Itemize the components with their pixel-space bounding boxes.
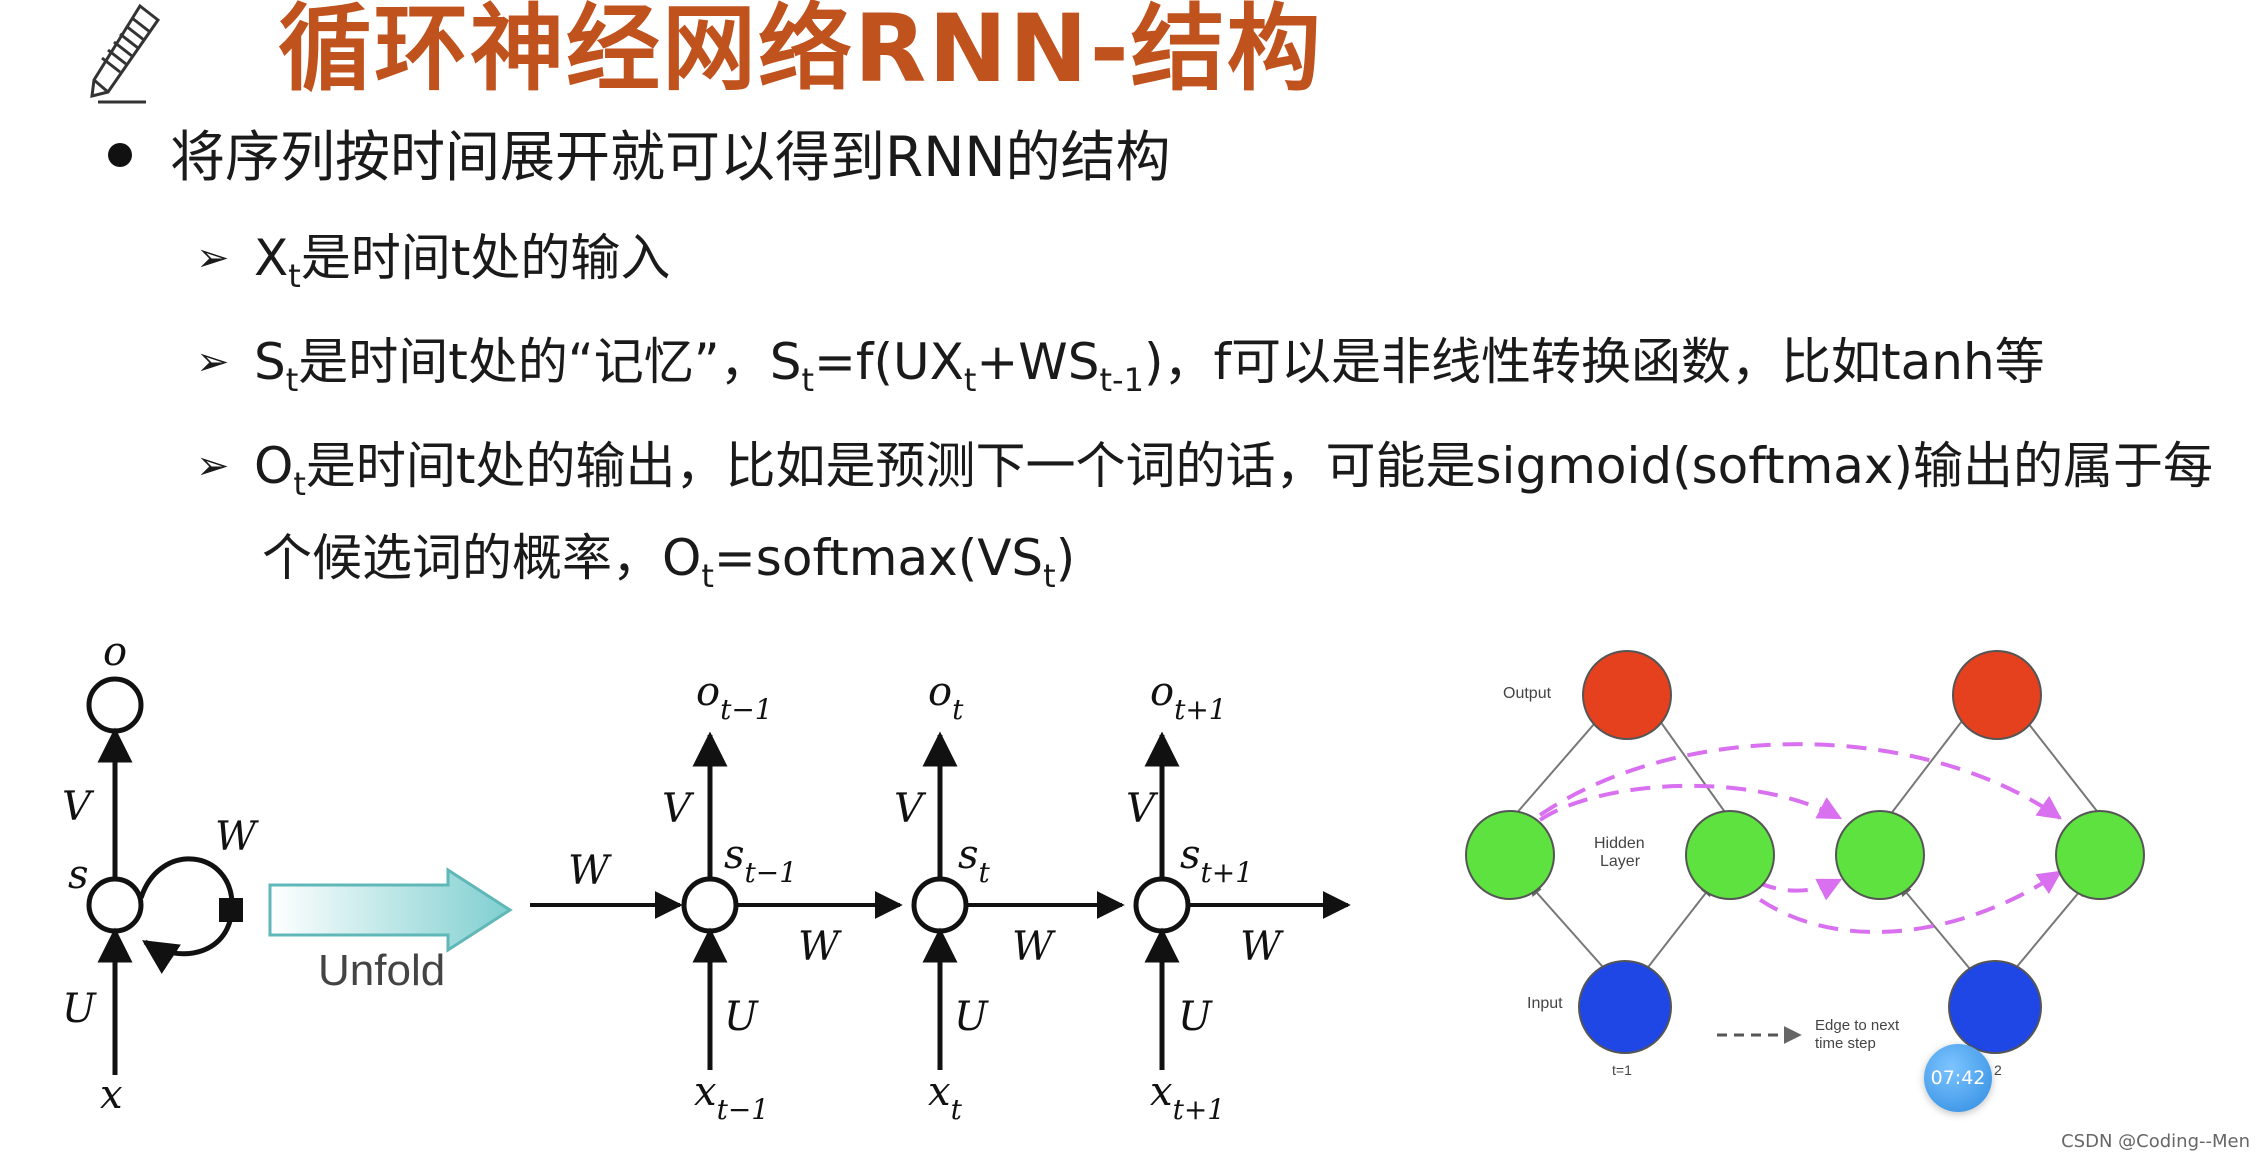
- hidden-node-4: [2055, 810, 2145, 900]
- x-label-t-plus-1: xt+1: [1150, 1069, 1225, 1126]
- folded-V-label: V: [62, 784, 95, 830]
- subscript: t: [963, 361, 977, 399]
- output-node-2: [1952, 650, 2042, 740]
- subscript: t: [293, 465, 306, 503]
- folded-s-label: s: [68, 852, 89, 898]
- unfold-label: Unfold: [318, 946, 445, 995]
- hidden-node-2: [1685, 810, 1775, 900]
- folded-rnn: o s V U x W: [62, 629, 259, 1118]
- text-run: =softmax(VS: [713, 529, 1044, 587]
- folded-output-node: [86, 676, 144, 734]
- text-run: S: [254, 333, 286, 391]
- V-label-t-minus-1: V: [662, 786, 695, 832]
- subscript: t: [1043, 557, 1056, 595]
- hidden-layer-label-1: Hidden: [1594, 835, 1645, 852]
- step-t-minus-1: ot−1 V st−1 U xt−1 W: [662, 669, 903, 1126]
- U-label-t-plus-1: U: [1178, 994, 1213, 1040]
- U-label-t: U: [954, 994, 989, 1040]
- text-run: 是时间t处的输出，比如是预测下一个词的话，可能是sigmoid(softmax)…: [305, 437, 2214, 495]
- step-t: ot V st U xt W: [894, 669, 1125, 1126]
- sub-bullet-input: ➢ Xt是时间t处的输入: [196, 226, 670, 294]
- sub-bullet-output: ➢ Ot是时间t处的输出，比如是预测下一个词的话，可能是sigmoid(softm…: [196, 434, 2213, 502]
- sub-bullet-output-continuation: 个候选词的概率，Ot=softmax(VSt): [262, 526, 1076, 592]
- watermark: CSDN @Coding--Men: [2061, 1131, 2250, 1152]
- output-layer-label: Output: [1503, 685, 1552, 702]
- continuation-text: 个候选词的概率，Ot=softmax(VSt): [262, 529, 1076, 592]
- W-label-t: W: [1012, 924, 1056, 970]
- o-label-t: ot: [928, 669, 964, 726]
- arrow-bullet-icon: ➢: [196, 338, 230, 385]
- sub-bullet-output-text: Ot是时间t处的输出，比如是预测下一个词的话，可能是sigmoid(softma…: [254, 437, 2214, 500]
- main-bullet: 将序列按时间展开就可以得到RNN的结构: [108, 122, 1171, 192]
- folded-x-label: x: [100, 1072, 123, 1118]
- hidden-node-1: [1465, 810, 1555, 900]
- s-label-t: st: [958, 832, 991, 889]
- U-label-t-minus-1: U: [724, 994, 759, 1040]
- input-layer-label: Input: [1527, 995, 1563, 1012]
- s-label-t-minus-1: st−1: [724, 832, 797, 889]
- pencil-icon: [90, 3, 161, 104]
- folded-W-label: W: [215, 814, 259, 860]
- bullet-dot-icon: [108, 142, 132, 167]
- hidden-node-3: [1835, 810, 1925, 900]
- x-label-t-minus-1: xt−1: [694, 1069, 769, 1126]
- legend-text-1: Edge to next: [1815, 1017, 1900, 1034]
- subscript: t: [701, 557, 714, 595]
- W-label-t-plus-1: W: [1240, 924, 1284, 970]
- sub-bullet-input-text: Xt是时间t处的输入: [254, 229, 671, 292]
- legend-text-2: time step: [1815, 1035, 1876, 1052]
- folded-o-label: o: [103, 629, 127, 675]
- video-timer-badge[interactable]: 07:42: [1924, 1044, 1992, 1112]
- folded-state-node: [86, 876, 144, 934]
- s-label-t-plus-1: st+1: [1180, 832, 1253, 889]
- text-run: X: [254, 229, 289, 287]
- step-t-plus-1: ot+1 V st+1 U xt+1 W: [1126, 669, 1351, 1126]
- V-label-t-plus-1: V: [1126, 786, 1159, 832]
- time-label-1: t=1: [1612, 1062, 1632, 1078]
- arrow-bullet-icon: ➢: [196, 234, 230, 281]
- input-node-1: [1578, 960, 1672, 1054]
- arrow-bullet-icon: ➢: [196, 442, 230, 489]
- text-run: +WS: [976, 333, 1100, 391]
- text-run: =f(UX: [814, 333, 964, 391]
- subscript: t: [285, 361, 299, 399]
- unfold-arrow: Unfold: [268, 867, 513, 995]
- text-run: )，f可以是非线性转换函数，比如tanh等: [1143, 333, 2045, 391]
- right-network-diagram: Output Hidden Layer Input Edge to next t…: [1465, 650, 2145, 1078]
- o-label-t-plus-1: ot+1: [1150, 669, 1227, 726]
- hidden-layer-label-2: Layer: [1600, 853, 1641, 870]
- subscript: t-1: [1099, 361, 1144, 399]
- text-run: 是时间t处的输入: [300, 229, 671, 287]
- V-label-t: V: [894, 786, 927, 832]
- text-run: ): [1055, 529, 1076, 587]
- sub-bullet-memory: ➢St是时间t处的“记忆”，St=f(UXt+WSt-1)，f可以是非线性转换函…: [196, 330, 2045, 398]
- folded-U-label: U: [62, 986, 97, 1032]
- text-run: 个候选词的概率，O: [262, 529, 702, 587]
- x-label-t: xt: [928, 1069, 963, 1126]
- folded-delay-square: [219, 898, 243, 922]
- text-run: 是时间t处的“记忆”，S: [298, 333, 802, 391]
- state-node-t-plus-1: [1133, 876, 1191, 934]
- state-node-t-minus-1: [681, 876, 739, 934]
- slide-title: 循环神经网络RNN-结构: [278, 0, 1323, 104]
- text-run: O: [254, 437, 294, 495]
- unrolled-W-in-label: W: [568, 848, 612, 894]
- subscript: t: [801, 361, 814, 399]
- main-bullet-text: 将序列按时间展开就可以得到RNN的结构: [170, 125, 1171, 189]
- subscript: t: [288, 257, 301, 295]
- W-label-t-minus-1: W: [798, 924, 842, 970]
- unrolled-rnn: W ot−1 V st−1 U xt−1 W ot V: [530, 669, 1351, 1126]
- input-node-2: [1948, 960, 2042, 1054]
- time-label-2: 2: [1994, 1062, 2002, 1078]
- sub-bullet-memory-text: St是时间t处的“记忆”，St=f(UXt+WSt-1)，f可以是非线性转换函数…: [254, 333, 2045, 396]
- o-label-t-minus-1: ot−1: [696, 669, 773, 726]
- state-node-t: [911, 876, 969, 934]
- output-node-1: [1582, 650, 1672, 740]
